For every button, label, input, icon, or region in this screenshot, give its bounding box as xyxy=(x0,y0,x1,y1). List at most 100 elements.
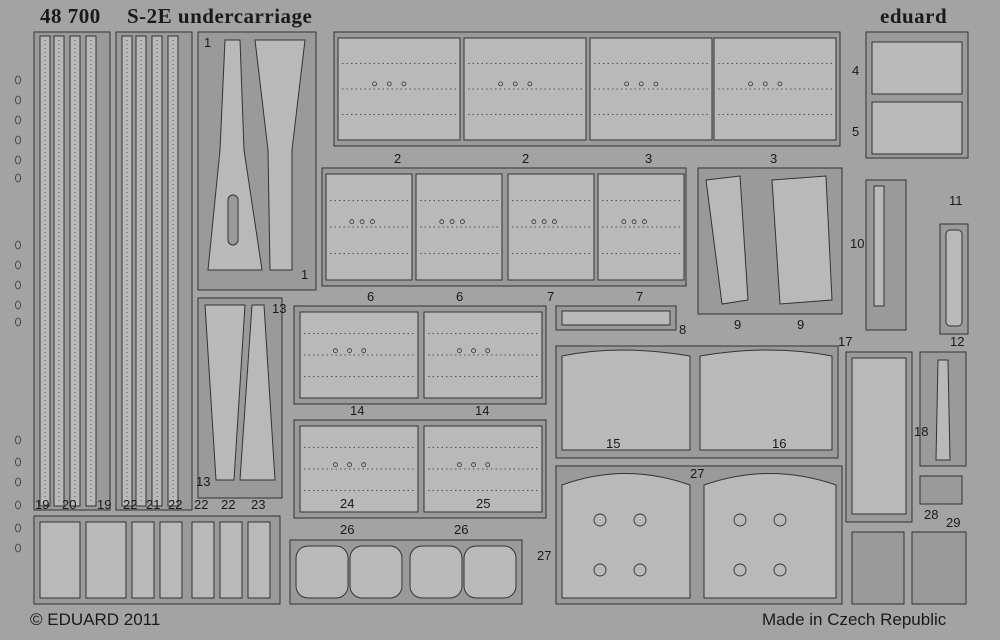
drain-hole xyxy=(15,135,21,145)
disc-part xyxy=(295,545,349,599)
part-number: 18 xyxy=(914,424,929,439)
part-number: 22 xyxy=(221,497,236,512)
rivet-hole xyxy=(359,219,365,225)
rivet-hole xyxy=(471,348,476,354)
disc-part xyxy=(349,545,403,599)
brand-logo: eduard xyxy=(880,4,948,28)
pin-part xyxy=(935,359,951,461)
drain-hole xyxy=(15,280,21,290)
part-number: 9 xyxy=(797,317,805,332)
drain-hole xyxy=(15,300,21,310)
drain-hole xyxy=(15,115,21,125)
part-number: 14 xyxy=(350,403,365,418)
strut-part xyxy=(207,39,263,271)
part-number: 29 xyxy=(946,515,961,530)
drain-hole xyxy=(15,173,21,183)
etched-panel xyxy=(589,37,713,141)
drain-hole xyxy=(15,260,21,270)
bay-door xyxy=(703,473,837,599)
etched-panel xyxy=(713,37,837,141)
bay-hole xyxy=(593,563,607,577)
part-number: 10 xyxy=(850,236,865,251)
part-number: 27 xyxy=(537,548,552,563)
rivet-hole xyxy=(347,348,352,354)
fret-frame xyxy=(865,179,907,331)
small-strip xyxy=(159,521,183,599)
rivet-hole xyxy=(372,81,378,87)
rivet-hole xyxy=(456,462,462,468)
part-number: 3 xyxy=(770,151,778,166)
part-number: 19 xyxy=(97,497,112,512)
bay-hole xyxy=(633,563,647,577)
long-strip xyxy=(167,35,179,507)
drain-hole xyxy=(15,477,21,487)
part-number: 12 xyxy=(950,334,965,349)
rivet-hole xyxy=(485,462,491,468)
bay-hole xyxy=(593,513,607,527)
small-strip xyxy=(219,521,243,599)
bay-hole xyxy=(633,513,647,527)
drain-hole xyxy=(15,543,21,553)
rivet-hole xyxy=(439,219,445,225)
small-strip xyxy=(131,521,155,599)
long-strip xyxy=(39,35,51,507)
rivet-hole xyxy=(512,81,518,87)
bay-hole xyxy=(773,513,787,527)
rivet-hole xyxy=(361,348,367,354)
rivet-hole xyxy=(642,219,647,225)
etched-panel xyxy=(871,41,963,95)
rivet-hole xyxy=(748,81,753,87)
set-code: 48 700 xyxy=(40,4,101,28)
small-strip xyxy=(247,521,271,599)
rivet-hole xyxy=(401,81,407,87)
rivet-hole xyxy=(370,219,375,225)
part-number: 26 xyxy=(340,522,355,537)
etched-panel xyxy=(463,37,587,141)
fret-frame xyxy=(851,531,905,605)
rivet-hole xyxy=(449,219,455,225)
small-strip xyxy=(561,310,671,326)
bay-hole xyxy=(733,563,747,577)
rod-part xyxy=(873,185,885,307)
strut-part xyxy=(204,304,246,481)
part-number: 3 xyxy=(645,151,653,166)
long-strip xyxy=(53,35,65,507)
long-strip xyxy=(69,35,81,507)
drain-hole xyxy=(15,155,21,165)
rivet-hole xyxy=(552,219,557,225)
part-number: 16 xyxy=(772,436,787,451)
small-strip xyxy=(191,521,215,599)
disc-part xyxy=(463,545,517,599)
drain-hole xyxy=(15,95,21,105)
lightening-hole xyxy=(227,194,239,246)
part-number: 8 xyxy=(679,322,687,337)
etched-panel xyxy=(325,173,413,281)
part-number: 1 xyxy=(204,35,212,50)
rivet-hole xyxy=(777,81,783,87)
part-number: 20 xyxy=(62,497,77,512)
bay-hole xyxy=(773,563,787,577)
part-number: 25 xyxy=(476,496,491,511)
drain-hole xyxy=(15,523,21,533)
drain-hole xyxy=(15,240,21,250)
set-title: S-2E undercarriage xyxy=(127,4,313,28)
rivet-hole xyxy=(332,348,338,354)
etched-panel xyxy=(597,173,685,281)
fret-frame xyxy=(919,475,963,505)
part-number: 27 xyxy=(690,466,705,481)
long-strip xyxy=(151,35,163,507)
rivet-hole xyxy=(624,81,629,87)
part-number: 13 xyxy=(196,474,211,489)
part-number: 5 xyxy=(852,124,860,139)
drain-hole xyxy=(15,317,21,327)
part-number: 19 xyxy=(35,497,50,512)
rivet-hole xyxy=(347,462,352,468)
rivet-hole xyxy=(485,348,491,354)
wheel-bay xyxy=(561,349,691,451)
clip-part xyxy=(945,229,963,327)
bay-hole xyxy=(733,513,747,527)
origin-text: Made in Czech Republic xyxy=(762,610,947,629)
link-part xyxy=(705,175,749,305)
rivet-hole xyxy=(631,219,637,225)
